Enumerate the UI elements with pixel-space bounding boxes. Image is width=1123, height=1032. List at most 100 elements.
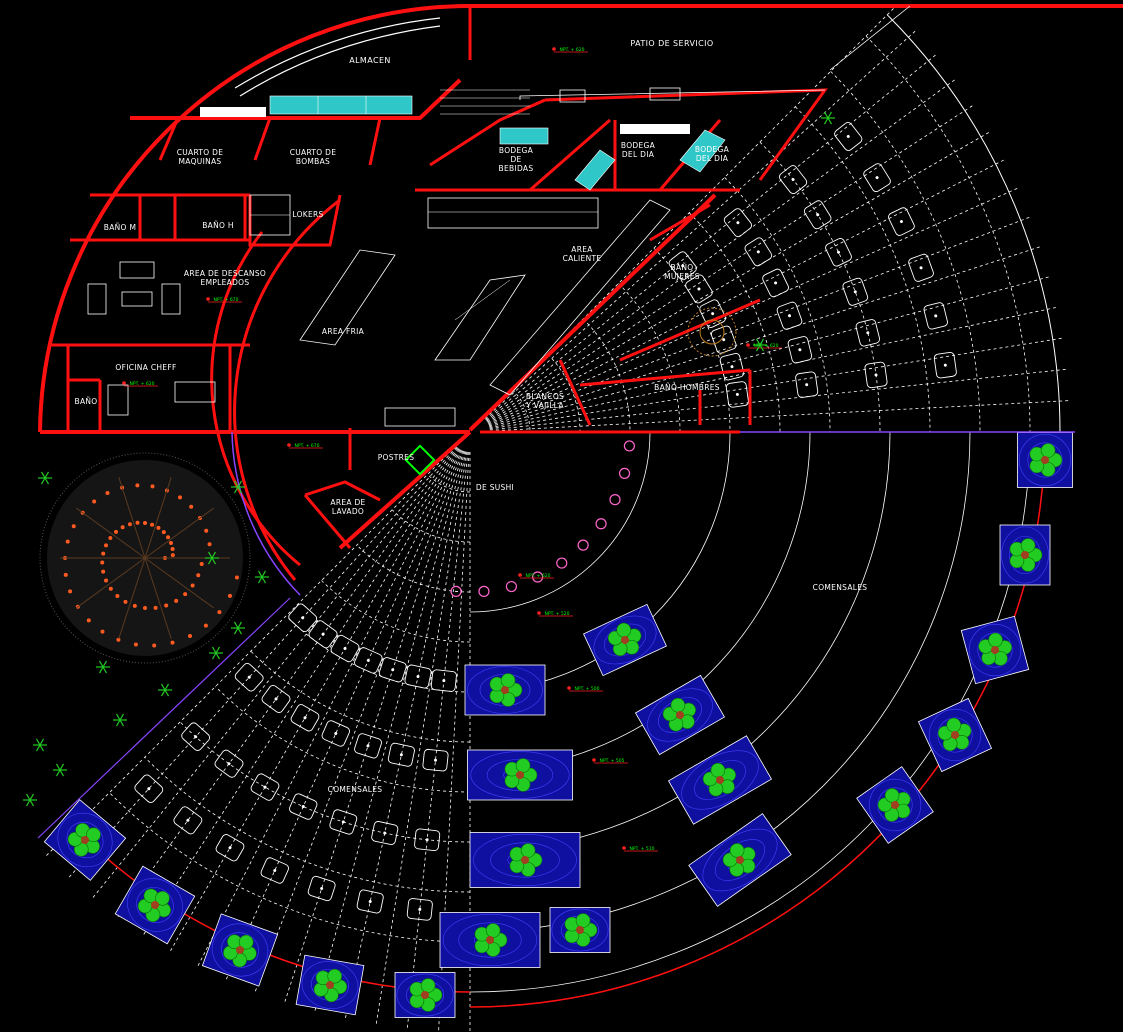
fan-arc bbox=[250, 650, 471, 743]
room-label-postres: POSTRES bbox=[378, 453, 415, 462]
fan-arc bbox=[865, 35, 1031, 433]
tree-icon bbox=[158, 683, 172, 697]
tree-icon bbox=[255, 570, 269, 584]
room-label-line: DEL DIA bbox=[622, 150, 655, 159]
room-label-line: BAÑO bbox=[75, 397, 98, 406]
chair-icon bbox=[618, 467, 631, 480]
fan-arc bbox=[321, 580, 471, 643]
level-mark: NPT. + 500 bbox=[567, 686, 603, 692]
table-icon bbox=[787, 336, 813, 364]
room-label-bano-m: BAÑO M bbox=[104, 223, 136, 232]
fan-radial bbox=[489, 400, 1070, 432]
chair-icon bbox=[532, 571, 544, 583]
room-label-patio-servicio: PATIO DE SERVICIO bbox=[630, 39, 713, 48]
room-label-line: EMPLEADOS bbox=[201, 278, 250, 287]
chair-icon bbox=[609, 494, 621, 506]
planter-icon bbox=[43, 799, 127, 881]
table-icon bbox=[354, 647, 383, 674]
table-icon bbox=[330, 634, 360, 663]
fan-radial bbox=[225, 450, 463, 981]
fan-arc bbox=[512, 389, 531, 433]
table-icon bbox=[888, 207, 915, 236]
room-label-line: BODEGA bbox=[499, 146, 534, 155]
table-icon bbox=[387, 742, 415, 767]
kitchen-linework bbox=[87, 5, 911, 427]
room-label-line: PATIO DE SERVICIO bbox=[630, 39, 713, 48]
fan-radial bbox=[344, 451, 467, 1019]
level-mark: NPT. + 670 bbox=[206, 297, 242, 303]
table-icon bbox=[288, 603, 318, 633]
table-icon bbox=[404, 664, 432, 689]
planter-icon bbox=[917, 697, 993, 773]
fan-radial bbox=[488, 216, 1031, 426]
room-label-bano-h: BAÑO H bbox=[202, 221, 234, 230]
fan-radial bbox=[438, 451, 470, 1032]
room-label-line: CUARTO DE bbox=[290, 148, 337, 157]
chair-icon bbox=[595, 518, 607, 530]
tree-icon bbox=[821, 111, 835, 125]
room-label-line: POSTRES bbox=[378, 453, 415, 462]
table-icon bbox=[329, 809, 358, 835]
planter-icon bbox=[464, 664, 546, 716]
room-label-line: BAÑO H bbox=[202, 221, 234, 230]
tree-icon bbox=[53, 763, 67, 777]
table-icon bbox=[834, 122, 863, 151]
room-label-line: AREA DE bbox=[330, 498, 365, 507]
table-icon bbox=[307, 875, 336, 902]
level-text: NPT. + 500 bbox=[575, 686, 600, 692]
room-label-comensales-left: COMENSALES bbox=[328, 785, 383, 794]
table-icon bbox=[776, 301, 803, 330]
fan-arc bbox=[618, 283, 681, 433]
planter-icon bbox=[688, 813, 792, 907]
level-text: NPT. + 505 bbox=[600, 758, 625, 764]
table-icon bbox=[260, 857, 289, 884]
fan-radial bbox=[254, 450, 464, 993]
fan-radial bbox=[45, 445, 457, 857]
room-label-line: AREA DE DESCANSO bbox=[184, 269, 266, 278]
table-icon bbox=[778, 165, 808, 195]
level-text: NPT. + 620 bbox=[754, 343, 779, 349]
fan-arc bbox=[547, 353, 581, 433]
dining-tables bbox=[134, 122, 957, 921]
room-label-line: DE SUSHI bbox=[476, 483, 514, 492]
room-label-line: LOKERS bbox=[292, 210, 323, 219]
level-text: NPT. + 620 bbox=[560, 47, 585, 53]
fan-arc bbox=[582, 318, 631, 433]
planter-icon bbox=[201, 913, 279, 987]
table-icon bbox=[803, 200, 832, 230]
tree-icon bbox=[96, 660, 110, 674]
table-icon bbox=[668, 251, 697, 281]
table-icon bbox=[134, 774, 164, 803]
room-label-line: Y VAJILLA bbox=[525, 401, 564, 410]
tree-icon bbox=[231, 621, 245, 635]
planter-icon bbox=[634, 674, 726, 756]
table-icon bbox=[864, 361, 888, 389]
planter-icon bbox=[667, 735, 773, 825]
room-label-comensales-right: COMENSALES bbox=[813, 583, 868, 592]
table-icon bbox=[762, 268, 789, 298]
room-label-line: AREA bbox=[571, 245, 593, 254]
fan-radial bbox=[489, 306, 1057, 429]
tree-icon bbox=[209, 646, 223, 660]
fan-arc bbox=[724, 177, 831, 433]
room-label-line: BAÑO M bbox=[104, 223, 136, 232]
room-label-line: DEL DIA bbox=[696, 154, 729, 163]
room-label-line: MUJERES bbox=[664, 272, 700, 281]
level-text: NPT. + 670 bbox=[295, 443, 320, 449]
planter-icon bbox=[295, 954, 365, 1016]
fan-radial bbox=[484, 30, 917, 419]
planter-icon bbox=[960, 615, 1030, 685]
room-label-almacen: ALMACEN bbox=[349, 56, 391, 65]
table-icon bbox=[250, 773, 280, 801]
level-text: NPT. + 520 bbox=[545, 611, 570, 617]
table-icon bbox=[378, 657, 407, 683]
level-text: NPT. + 620 bbox=[130, 381, 155, 387]
fan-radial bbox=[142, 448, 460, 936]
